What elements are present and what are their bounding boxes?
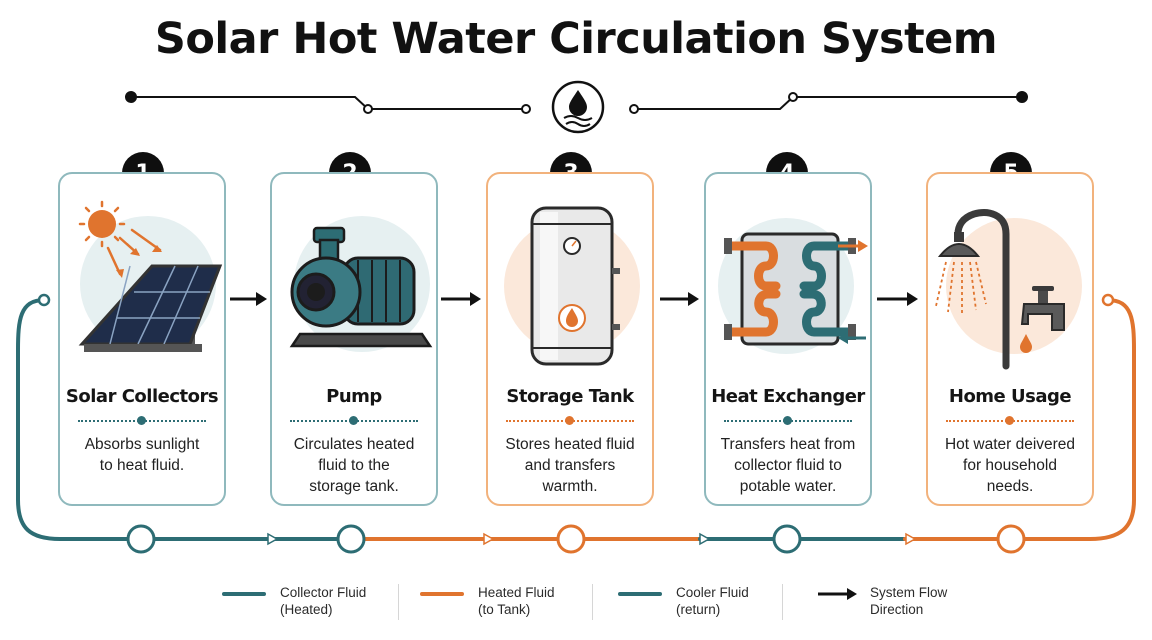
shower-faucet-icon — [935, 209, 1082, 370]
description-line: Stores heated fluid — [505, 436, 635, 453]
legend-label: Collector Fluid — [280, 585, 367, 600]
step-title: Solar Collectors — [65, 386, 219, 407]
step-card-home-usage: Home Usage Hot water deivered for househ… — [926, 172, 1094, 506]
description-line: potable water. — [739, 478, 837, 495]
arrow-right-icon — [818, 588, 857, 600]
step-divider — [290, 416, 418, 425]
legend-item-system-flow: System Flow Direction — [816, 584, 947, 618]
legend-separator — [782, 584, 783, 620]
legend-item-heated-fluid: Heated Fluid (to Tank) — [420, 584, 555, 618]
loop-nodes — [126, 524, 1026, 554]
legend-separator — [592, 584, 593, 620]
description-line: fluid to the — [318, 457, 390, 474]
step-card-heat-exchanger: Heat Exchanger Transfers heat from colle… — [704, 172, 872, 506]
description-line: Hot water deivered — [944, 436, 1076, 453]
loop-direction-markers — [267, 532, 917, 546]
circulation-loop — [16, 298, 1136, 541]
legend-swatch — [222, 592, 266, 596]
description-line: warmth. — [542, 478, 598, 495]
legend-item-collector-fluid: Collector Fluid (Heated) — [222, 584, 366, 618]
step-card-solar-collectors: Solar Collectors Absorbs sunlight to hea… — [58, 172, 226, 506]
description-line: and transfers — [524, 457, 616, 474]
step-card-storage-tank: Storage Tank Stores heated fluid and tra… — [486, 172, 654, 506]
description-line: to heat fluid. — [99, 457, 185, 474]
loop-end-node — [1101, 293, 1115, 307]
heat-exchanger-icon — [718, 218, 868, 354]
step-description: Absorbs sunlight to heat fluid. — [70, 434, 214, 476]
step-description: Circulates heated fluid to the storage t… — [282, 434, 426, 497]
step-divider — [78, 416, 206, 425]
pump-icon — [289, 216, 433, 352]
legend-label: (return) — [676, 602, 721, 617]
description-line: Transfers heat from — [720, 436, 856, 453]
step-title: Heat Exchanger — [711, 386, 865, 407]
description-line: for household — [963, 457, 1057, 474]
legend-swatch — [618, 592, 662, 596]
legend-label: (to Tank) — [478, 602, 531, 617]
legend-swatch — [420, 592, 464, 596]
storage-tank-icon — [504, 206, 640, 366]
step-title: Storage Tank — [506, 386, 634, 407]
step-title: Pump — [326, 386, 382, 407]
step-card-pump: Pump Circulates heated fluid to the stor… — [270, 172, 438, 506]
page-title: Solar Hot Water Circulation System — [154, 14, 998, 64]
flow-arrows — [230, 292, 918, 306]
step-divider — [506, 416, 634, 425]
step-description: Transfers heat from collector fluid to p… — [716, 434, 860, 497]
step-divider — [724, 416, 852, 425]
description-line: storage tank. — [309, 478, 399, 495]
legend-label: Heated Fluid — [478, 585, 555, 600]
legend-label: (Heated) — [280, 602, 333, 617]
description-line: collector fluid to — [734, 457, 842, 474]
legend-label: System Flow — [870, 585, 948, 600]
loop-end-node — [37, 293, 51, 307]
description-line: Circulates heated — [293, 436, 415, 453]
step-description: Hot water deivered for household needs. — [938, 434, 1082, 497]
legend-label: Direction — [870, 602, 924, 617]
step-description: Stores heated fluid and transfers warmth… — [498, 434, 642, 497]
step-title: Home Usage — [948, 386, 1072, 407]
legend-separator — [398, 584, 399, 620]
solar-panel-icon — [78, 200, 223, 352]
description-line: Absorbs sunlight — [84, 436, 200, 453]
water-drop-emblem-icon — [551, 80, 605, 134]
header-divider — [125, 91, 1028, 114]
step-divider — [946, 416, 1074, 425]
description-line: needs. — [986, 478, 1034, 495]
legend-item-cooler-fluid: Cooler Fluid (return) — [618, 584, 749, 618]
legend-label: Cooler Fluid — [676, 585, 749, 600]
